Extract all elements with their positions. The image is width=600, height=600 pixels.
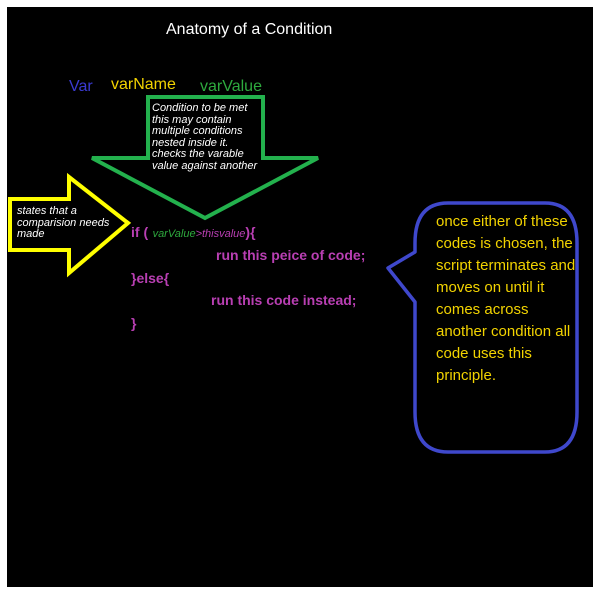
code-if-close: ){ <box>245 224 256 240</box>
speech-bubble-text: once either of these codes is chosen, th… <box>436 213 576 384</box>
var-name-label: varName <box>111 76 176 93</box>
var-value-label: varValue <box>200 78 262 95</box>
diagram-title: Anatomy of a Condition <box>166 21 333 38</box>
yellow-right-arrow <box>8 172 132 278</box>
code-run-second: run this code instead; <box>211 292 357 308</box>
var-label: Var <box>69 78 93 95</box>
speech-bubble <box>386 201 579 454</box>
code-else: }else{ <box>131 270 170 286</box>
code-if-open: if ( <box>131 224 149 240</box>
code-cond-op: >thisvalue <box>195 228 246 240</box>
code-cond-var: varValue <box>152 228 196 240</box>
green-down-arrow <box>91 95 319 221</box>
code-close-brace: } <box>131 315 137 331</box>
green-arrow-note: Condition to be met this may contain mul… <box>152 102 258 172</box>
yellow-arrow-note: states that a comparision needs made <box>17 205 110 240</box>
if-line: if ( varValue>thisvalue){ <box>131 224 256 242</box>
code-run-first: run this peice of code; <box>216 247 366 263</box>
